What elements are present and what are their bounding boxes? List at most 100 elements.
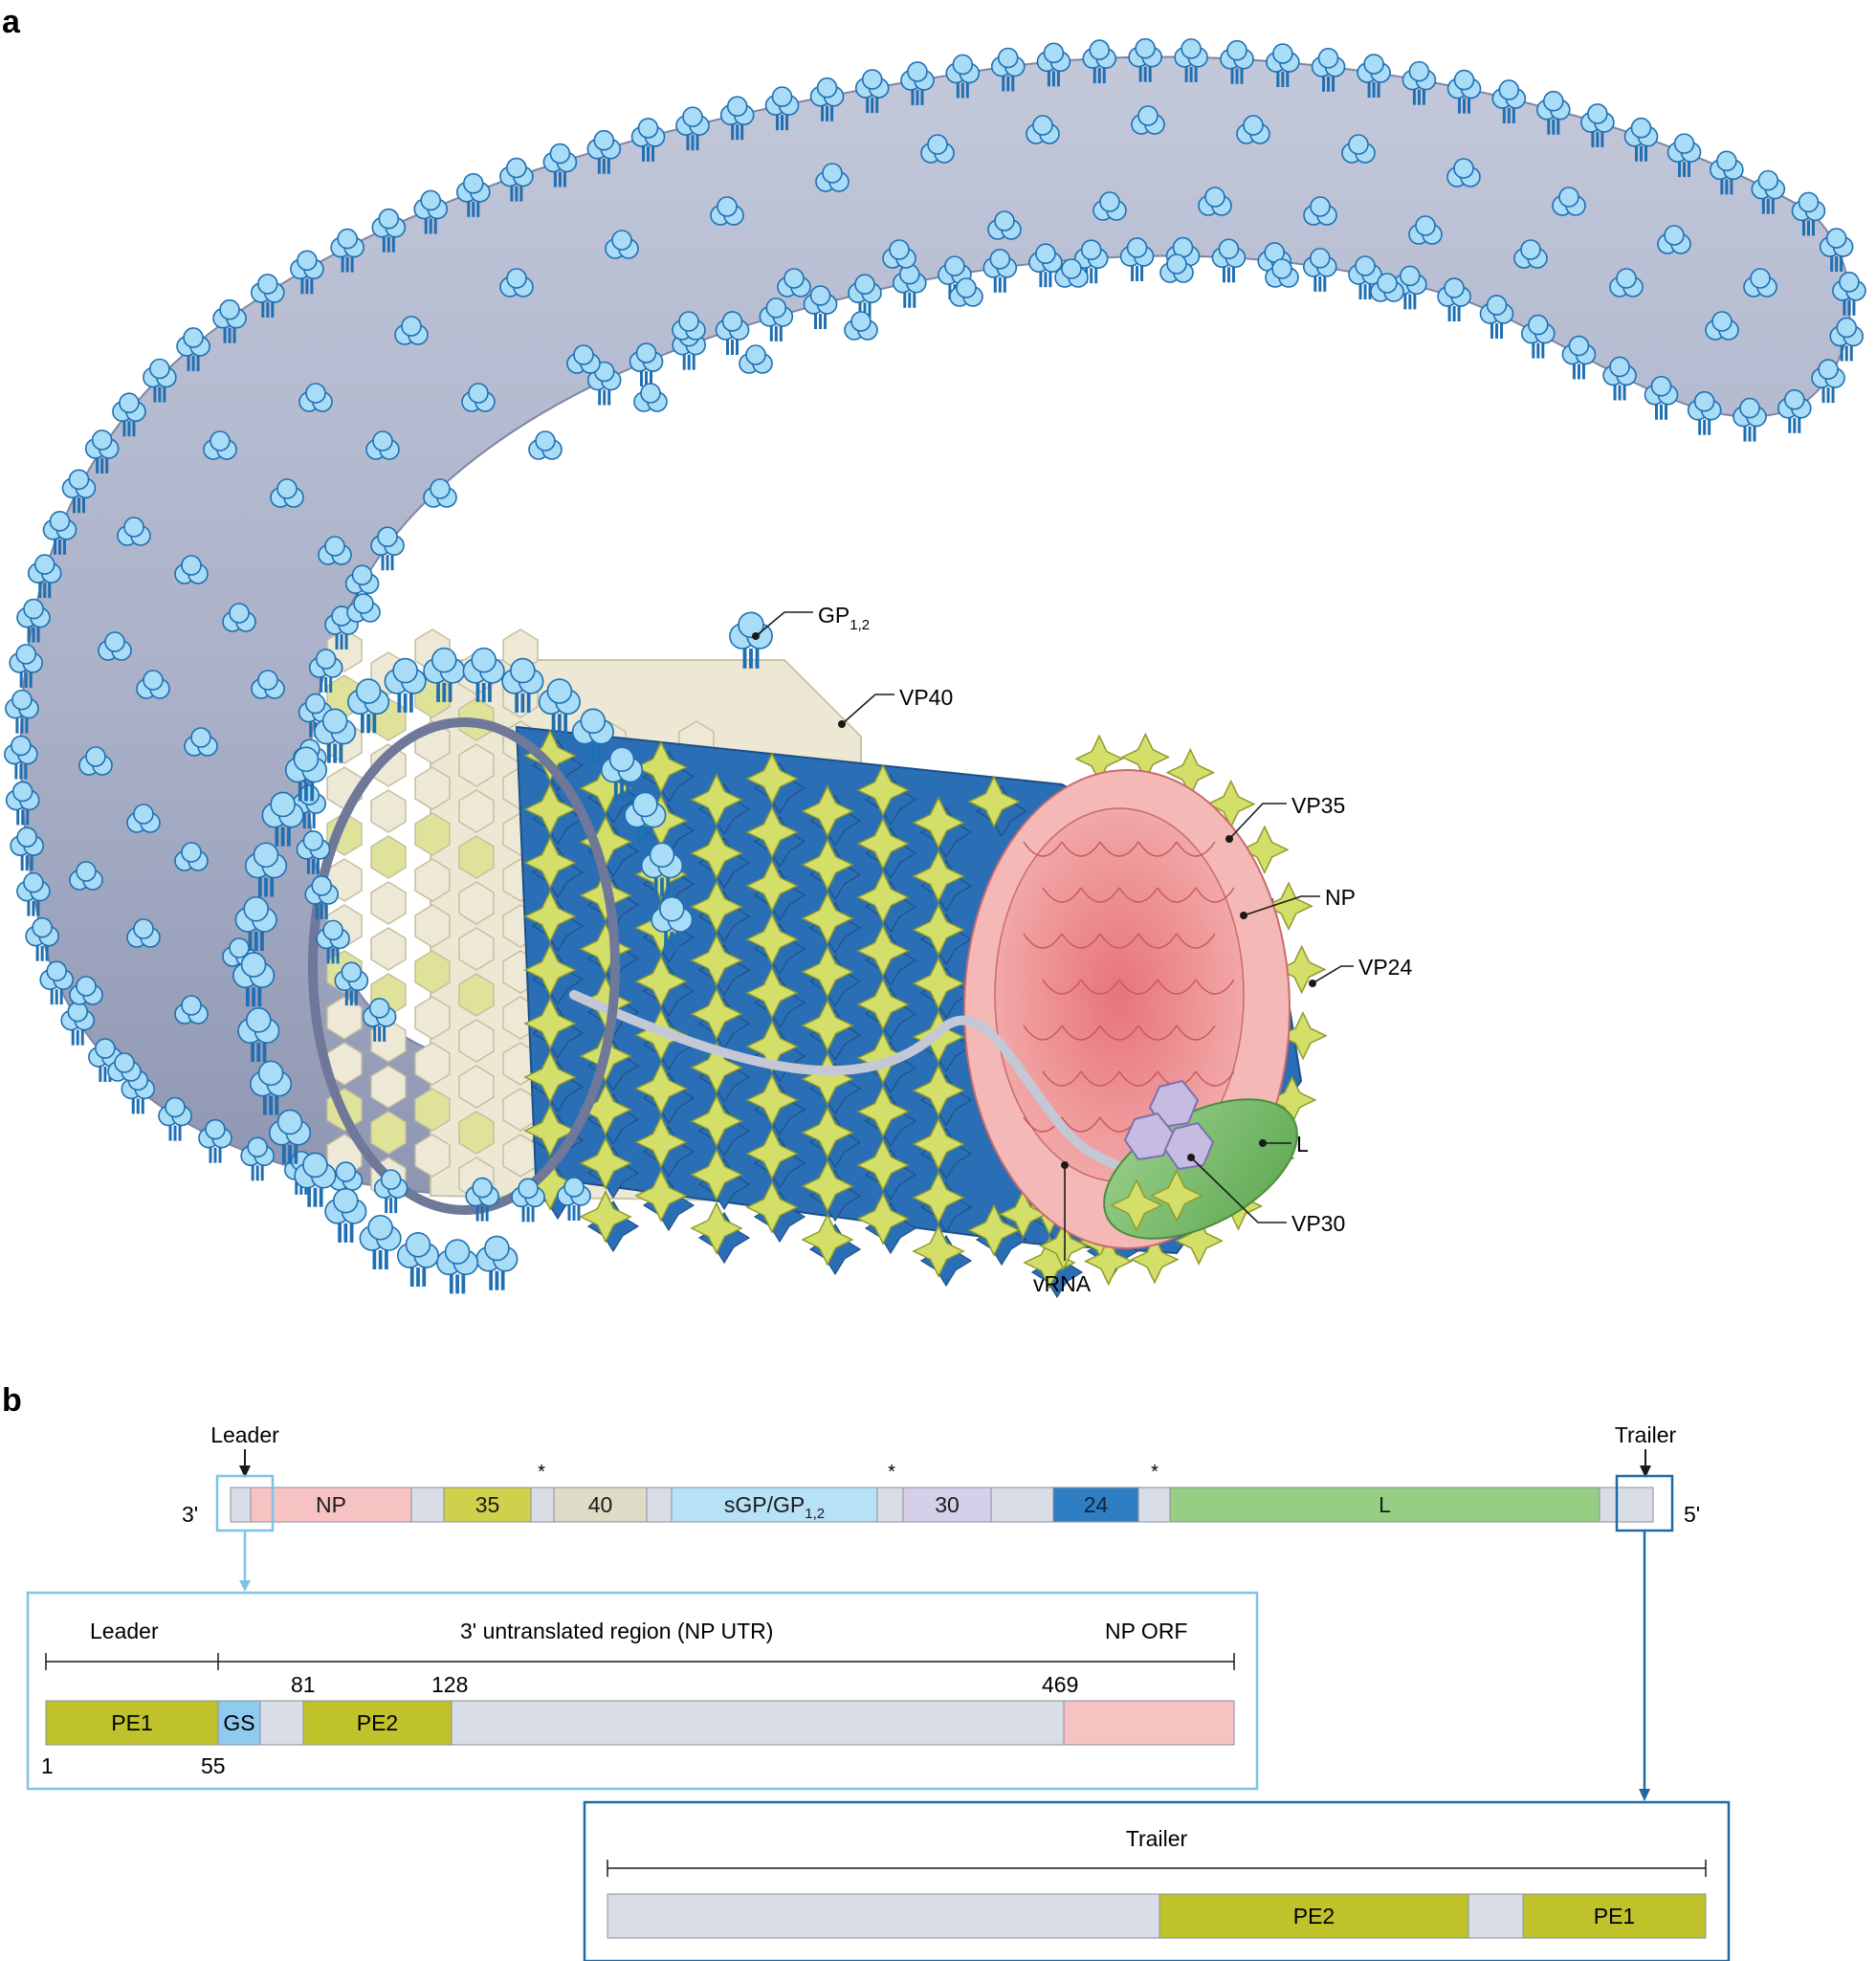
glycoprotein-trimer: [815, 163, 850, 192]
glycoprotein-trimer: [803, 285, 838, 330]
glycoprotein-trimer: [237, 1007, 280, 1063]
np-subunit: [1195, 1070, 1235, 1087]
vp40-hexagon: [370, 881, 407, 925]
leader-detail-header-leader: Leader: [90, 1619, 159, 1643]
glycoprotein-trimer: [107, 1052, 142, 1082]
glycoprotein-trimer: [586, 129, 622, 174]
glycoprotein-trimer: [176, 327, 210, 371]
vp35-subunit: [523, 1104, 577, 1157]
label-np: NP: [1325, 885, 1356, 910]
leader-segment: [259, 1700, 304, 1746]
glycoprotein-trimer: [1479, 295, 1514, 339]
glycoprotein-trimer: [710, 196, 744, 226]
vp35-subunit: [801, 784, 854, 838]
vp35-subunit: [523, 1050, 577, 1104]
glycoprotein-trimer: [4, 735, 38, 780]
vp35-subunit: [1276, 944, 1327, 995]
glycoprotein-trimer: [1036, 42, 1071, 87]
vp40-hexagon: [458, 743, 495, 787]
glycoprotein-trimer: [234, 895, 277, 952]
glycoprotein-trimer: [764, 86, 800, 131]
vp35-subunit: [690, 826, 743, 880]
glycoprotein-trimer: [1026, 115, 1060, 144]
glycoprotein-trimer: [222, 603, 256, 632]
glycoprotein-trimer: [1119, 237, 1155, 281]
vp35-subunit: [1083, 1236, 1134, 1287]
pos-469: 469: [1042, 1672, 1078, 1697]
gene-label-gp: sGP/GP1,2: [724, 1492, 825, 1522]
glycoprotein-trimer: [715, 311, 750, 355]
vp35-subunit: [801, 1159, 854, 1213]
panel-label-b: b: [2, 1382, 22, 1419]
vp40-hexagon: [414, 996, 451, 1040]
glycoprotein-trimer: [232, 952, 276, 1007]
glycoprotein-trimer: [1791, 191, 1826, 236]
glycoprotein-trimer: [854, 69, 890, 114]
pos-128: 128: [431, 1672, 468, 1697]
glycoprotein-trimer: [16, 598, 51, 643]
vp40-hexagon: [414, 766, 451, 810]
glycoprotein-trimer: [346, 593, 381, 623]
np-subunit: [1080, 887, 1120, 903]
vp35-subunit: [745, 1180, 799, 1234]
vp35-subunit: [801, 892, 854, 945]
glycoprotein-trimer: [511, 1178, 545, 1223]
asterisk-1: *: [538, 1462, 545, 1483]
glycoprotein-trimer: [1159, 253, 1194, 283]
glycoprotein-trimer: [1303, 248, 1337, 292]
glycoprotein-trimer: [394, 316, 429, 345]
glycoprotein-trimer: [990, 47, 1026, 92]
gene-vp30: 30: [902, 1487, 992, 1523]
glycoprotein-trimer: [5, 689, 39, 734]
genome-end-5prime: 5': [1684, 1502, 1700, 1527]
genome-trailer-label: Trailer: [1615, 1422, 1677, 1447]
vp35-subunit: [634, 740, 688, 794]
glycoprotein-trimer: [1777, 388, 1812, 433]
gene-vp24: 24: [1052, 1487, 1139, 1523]
glycoprotein-trimer: [1311, 48, 1346, 92]
glycoprotein-trimer: [1623, 117, 1659, 162]
glycoprotein-trimer: [462, 647, 505, 702]
glycoprotein-trimer: [882, 239, 916, 269]
glycoprotein-trimer: [69, 976, 103, 1005]
vp35-subunit: [801, 999, 854, 1052]
glycoprotein-trimer: [362, 998, 397, 1042]
vp35-subunit: [745, 913, 799, 966]
glycoprotein-trimer: [78, 746, 113, 776]
vp35-subunit: [1130, 1234, 1180, 1285]
gene-label-vp40: 40: [588, 1492, 613, 1517]
glycoprotein-trimer: [675, 106, 710, 151]
trailer-segment: [1468, 1893, 1524, 1939]
glycoprotein-trimer: [475, 1235, 519, 1290]
gene-l: L: [1169, 1487, 1600, 1523]
vp40-hexagon: [458, 881, 495, 925]
glycoprotein-trimer: [1266, 43, 1300, 88]
np-subunit: [1195, 887, 1235, 903]
label-vp24: VP24: [1358, 955, 1412, 980]
glycoprotein-trimer: [1370, 273, 1404, 302]
glycoprotein-trimer: [605, 230, 639, 259]
glycoprotein-trimer: [284, 746, 328, 802]
vp35-subunit: [856, 924, 910, 978]
glycoprotein-trimer: [261, 791, 304, 847]
glycoprotein-trimer: [1561, 335, 1597, 380]
vp35-subunit: [690, 880, 743, 934]
vp35-subunit: [690, 934, 743, 987]
glycoprotein-trimer: [69, 861, 103, 891]
vp35-subunit: [579, 761, 632, 815]
np-subunit: [1137, 933, 1178, 949]
glycoprotein-trimer: [538, 678, 581, 734]
glycoprotein-trimer: [501, 657, 544, 713]
glycoprotein-trimer: [184, 727, 218, 757]
gene-label-np: NP: [316, 1492, 346, 1517]
vp40-hexagon: [414, 950, 451, 994]
glycoprotein-trimer: [126, 804, 161, 833]
glycoprotein-trimer: [268, 1109, 312, 1164]
glycoprotein-trimer: [314, 708, 357, 763]
vp35-subunit: [1264, 881, 1313, 931]
glycoprotein-trimer: [198, 1118, 232, 1163]
vp40-hexagon: [414, 1088, 451, 1132]
glycoprotein-trimer: [240, 1136, 275, 1181]
